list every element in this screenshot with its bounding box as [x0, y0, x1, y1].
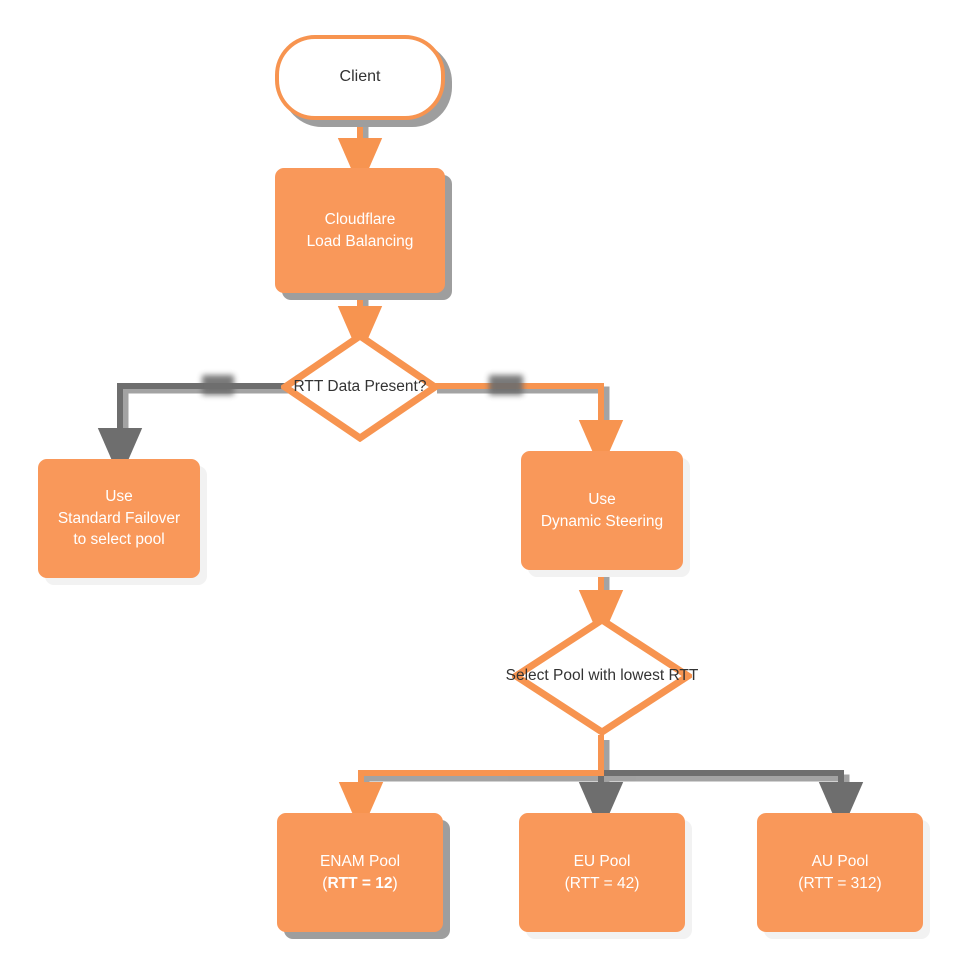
node-eu-pool[interactable]: EU Pool (RTT = 42)	[519, 813, 685, 932]
node-au-pool-rtt: RTT = 312)	[803, 874, 882, 892]
diamond-shape-rtt	[281, 332, 439, 442]
node-eu-pool-paren-open: (	[564, 874, 570, 892]
node-enam-pool-label: ENAM Pool (RTT = 12)	[320, 851, 400, 894]
node-enam-pool[interactable]: ENAM Pool (RTT = 12)	[277, 813, 443, 932]
node-eu-pool-line1: EU Pool	[573, 853, 631, 871]
node-enam-pool-line1: ENAM Pool	[319, 853, 401, 871]
node-dynamic-steering[interactable]: Use Dynamic Steering	[521, 451, 683, 570]
node-au-pool-line1: AU Pool	[811, 853, 869, 871]
node-cloudflare-load-balancing-label: Cloudflare Load Balancing	[306, 211, 414, 250]
node-standard-failover[interactable]: Use Standard Failover to select pool	[38, 459, 200, 578]
node-standard-failover-label: Use Standard Failover to select pool	[57, 488, 181, 549]
node-select-pool-lowest-rtt-label: Select Pool with lowest RTT	[505, 667, 699, 685]
node-enam-pool-paren-close: )	[392, 874, 398, 892]
node-au-pool[interactable]: AU Pool (RTT = 312)	[757, 813, 923, 932]
node-au-pool-paren-open: (	[798, 874, 804, 892]
node-rtt-data-present[interactable]: RTT Data Present?	[281, 332, 439, 442]
edge-select-to-au	[601, 770, 864, 833]
node-client-label: Client	[339, 68, 381, 86]
node-enam-pool-rtt: RTT = 12	[327, 874, 393, 892]
edge-rtt-to-failover	[97, 383, 291, 479]
node-eu-pool-rtt: RTT = 42)	[569, 874, 640, 892]
edge-rtt-to-dynamic	[432, 383, 624, 471]
edge-label-no: No	[202, 375, 234, 395]
diamond-shape-select-pool	[512, 616, 692, 736]
node-select-pool-lowest-rtt[interactable]: Select Pool with lowest RTT	[506, 616, 698, 736]
node-client[interactable]: Client	[275, 35, 445, 120]
node-enam-pool-paren-open: (	[322, 874, 328, 892]
node-eu-pool-label: EU Pool (RTT = 42)	[565, 851, 640, 894]
node-cloudflare-load-balancing[interactable]: Cloudflare Load Balancing	[275, 168, 445, 293]
edge-label-yes: Yes	[489, 375, 523, 395]
edge-select-to-enam	[338, 735, 604, 833]
node-rtt-data-present-label: RTT Data Present?	[293, 378, 427, 396]
node-au-pool-label: AU Pool (RTT = 312)	[798, 851, 881, 894]
node-dynamic-steering-label: Use Dynamic Steering	[540, 491, 664, 530]
